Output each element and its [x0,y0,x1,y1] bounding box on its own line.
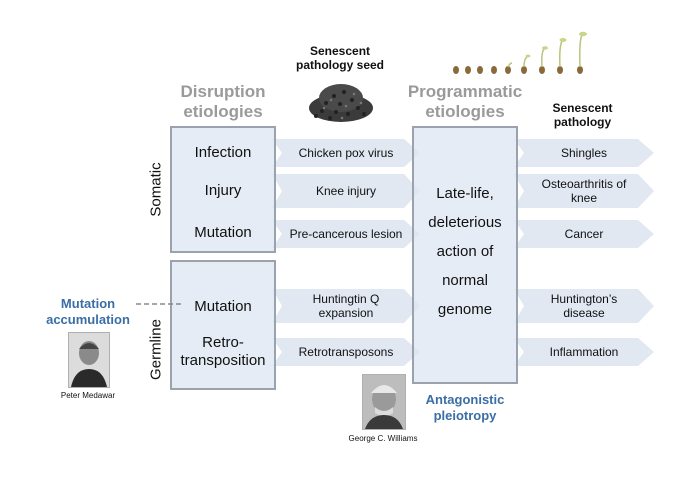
row2-pathology: Osteoarthritis of knee [541,177,627,205]
etiology-infection: Infection [194,144,252,161]
programmatic-line-1: Late-life, [436,185,494,202]
row4-pathology-arrow: Huntington’s disease [514,289,654,323]
etiology-somatic-mutation: Mutation [194,224,252,241]
etiology-germline-mutation: Mutation [194,298,252,315]
row3-example-arrow: Pre-cancerous lesion [272,220,420,248]
seed-pile-image [309,84,373,122]
row1-pathology: Shingles [560,146,608,160]
row2-example-arrow: Knee injury [272,174,420,208]
row3-example: Pre-cancerous lesion [289,227,403,241]
row4-example-arrow: Huntingtin Q expansion [272,289,420,323]
peter-medawar-photo [68,332,110,388]
germline-label: Germline [147,319,165,380]
row4-example: Huntingtin Q expansion [312,292,380,320]
row5-pathology: Inflammation [549,345,619,359]
germline-etiology-box [170,260,276,390]
row5-example-arrow: Retrotransposons [272,338,420,366]
disruption-etiologies-header: Disruption etiologies [180,82,266,121]
somatic-label: Somatic [147,162,165,217]
antagonistic-pleiotropy-label: Antagonistic pleiotropy [425,392,505,423]
row5-pathology-arrow: Inflammation [514,338,654,366]
programmatic-line-5: genome [437,301,493,318]
programmatic-etiology-box [412,126,518,384]
etiology-retrotransposition: Retro-transposition [180,334,266,369]
etiology-injury: Injury [204,182,242,199]
row1-example: Chicken pox virus [298,146,394,160]
row2-pathology-arrow: Osteoarthritis of knee [514,174,654,208]
seed-header: Senescent pathology seed [295,44,384,72]
somatic-etiology-box [170,126,276,253]
row3-pathology-arrow: Cancer [514,220,654,248]
mutation-accumulation-label: Mutation accumulation [46,296,130,327]
senescent-pathology-header: Senescent pathology [552,101,613,129]
row2-example: Knee injury [315,184,377,198]
row4-pathology: Huntington’s disease [550,292,618,320]
peter-medawar-caption: Peter Medawar [60,391,116,400]
programmatic-description: Late-life, deleterious action of normal … [414,179,516,324]
programmatic-line-4: normal [442,272,488,289]
george-williams-caption: George C. Williams [348,434,418,443]
dashed-connector [136,303,184,305]
george-williams-photo [362,374,406,430]
programmatic-line-2: deleterious [428,214,502,231]
sprouting-seeds-image [453,31,587,74]
programmatic-line-3: action of [436,243,494,260]
row1-example-arrow: Chicken pox virus [272,139,420,167]
programmatic-etiologies-header: Programmatic etiologies [407,82,523,121]
row1-pathology-arrow: Shingles [514,139,654,167]
row5-example: Retrotransposons [298,345,394,359]
row3-pathology: Cancer [564,227,604,241]
